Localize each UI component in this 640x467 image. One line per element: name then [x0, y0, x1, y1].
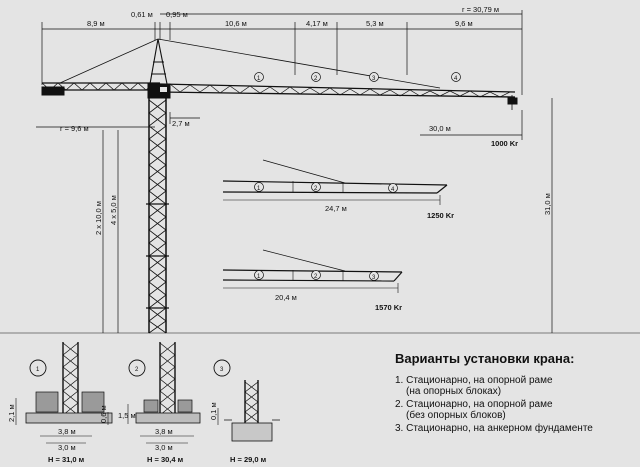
dim-9-6: 9,6 м: [455, 19, 473, 28]
install-variant-1: [15, 342, 113, 444]
install-1-w1: 3,8 м: [58, 427, 76, 436]
install-variant-2: [127, 342, 201, 444]
v2-load: 1250 Kr: [427, 211, 454, 220]
jib-variant-24-7: [222, 159, 448, 205]
install-2-number: 2: [135, 367, 139, 373]
dim-8-9: 8,9 м: [87, 19, 105, 28]
main-dimension-lines: [0, 98, 640, 334]
v3-label-1: 1: [257, 274, 261, 280]
v3-load: 1570 Kr: [375, 303, 402, 312]
install-2-h1: 1,5 м: [118, 411, 136, 420]
section-marker-2: [311, 72, 321, 82]
section-marker-3: [369, 72, 379, 82]
dim-r-max: r = 30,79 м: [462, 5, 499, 14]
v3-marker-1: [254, 270, 264, 280]
install-1-h1: 2,1 м: [7, 404, 16, 422]
v2-reach: 24,7 м: [325, 204, 347, 213]
install-3-h1: 0,1 м: [209, 402, 218, 420]
install-2-w2: 3,0 м: [155, 443, 173, 452]
install-1-number: 1: [36, 367, 40, 373]
installation-option-3: 3. Стационарно, на анкерном фундаменте: [395, 423, 635, 434]
dim-10-6: 10,6 м: [225, 19, 247, 28]
v2-label-2: 2: [314, 186, 318, 192]
option-3-line-1: 3. Стационарно, на анкерном фундаменте: [395, 423, 593, 434]
top-dimension-line: [41, 10, 523, 95]
dim-mast-2x10: 2 x 10,0 м: [94, 201, 103, 235]
dim-0-95: 0,95 м: [166, 10, 188, 19]
section-marker-4: [451, 72, 461, 82]
installation-options-title: Варианты установки крана:: [395, 351, 575, 366]
v2-marker-2: [311, 182, 321, 192]
crane-jib: [41, 38, 518, 110]
dim-4-17: 4,17 м: [306, 19, 328, 28]
crane-mast: [146, 98, 169, 334]
install-3-number: 3: [220, 367, 224, 373]
option-1-line-2: (на опорных блоках): [406, 386, 502, 397]
install-3-height: Н = 29,0 м: [230, 455, 267, 464]
dim-5-3: 5,3 м: [366, 19, 384, 28]
installation-option-1: 1. Стационарно, на опорной раме (на опор…: [395, 375, 635, 397]
option-2-line-1: 2. Стационарно, на опорной раме: [395, 399, 553, 410]
section-label-2: 2: [314, 76, 318, 82]
v3-reach: 20,4 м: [275, 293, 297, 302]
v3-marker-3: [369, 271, 379, 281]
v2-marker-1: [254, 182, 264, 192]
install-1-h2: 0,6 м: [99, 405, 108, 423]
v2-label-4: 4: [391, 187, 395, 193]
install-1-height: Н = 31,0 м: [48, 455, 85, 464]
dim-r-counter: r = 9,6 м: [60, 124, 89, 133]
section-label-3: 3: [372, 76, 376, 82]
v3-label-3: 3: [372, 275, 376, 281]
option-1-line-1: 1. Стационарно, на опорной раме: [395, 375, 553, 386]
v3-marker-2: [311, 270, 321, 280]
install-variant-3: [213, 359, 280, 442]
v3-label-2: 2: [314, 274, 318, 280]
v2-label-1: 1: [257, 186, 261, 192]
installation-option-2: 2. Стационарно, на опорной раме (без опо…: [395, 399, 635, 421]
load-1000: 1000 Kr: [491, 139, 518, 148]
option-2-line-2: (без опорных блоков): [406, 410, 506, 421]
section-marker-1: [254, 72, 264, 82]
dim-mast-4x5: 4 x 5,0 м: [109, 195, 118, 225]
section-label-1: 1: [257, 76, 261, 82]
installation-options: Варианты установки крана: 1. Стационарно…: [395, 351, 635, 436]
dim-reach-30: 30,0 м: [429, 124, 451, 133]
dim-2-7: 2,7 м: [172, 119, 190, 128]
dim-height-31: 31,0 м: [543, 193, 552, 215]
install-1-w2: 3,0 м: [58, 443, 76, 452]
install-2-height: Н = 30,4 м: [147, 455, 184, 464]
install-2-w1: 3,8 м: [155, 427, 173, 436]
v2-marker-4: [388, 183, 398, 193]
dim-0-61: 0,61 м: [131, 10, 153, 19]
section-label-4: 4: [454, 76, 458, 82]
